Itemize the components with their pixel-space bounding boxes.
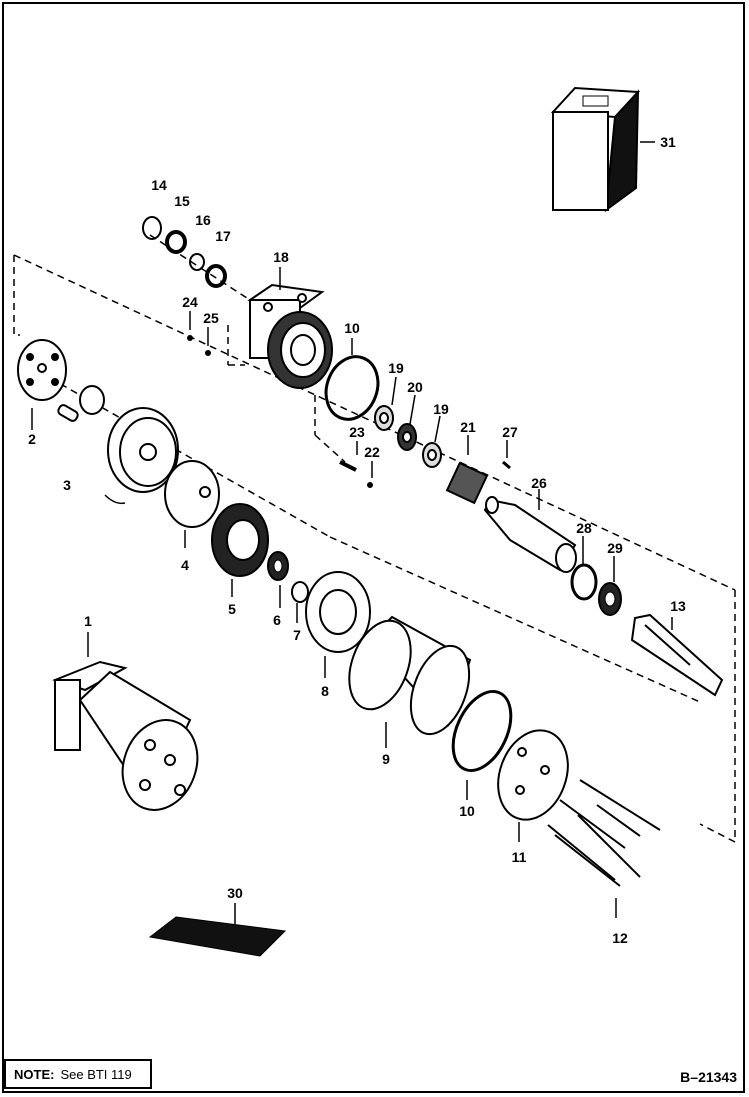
callout-10-lower: 10 xyxy=(459,803,475,819)
callout-numbers: 1 2 3 4 5 6 7 8 9 10 10 11 12 13 14 15 1… xyxy=(28,134,686,946)
callout-9: 9 xyxy=(382,751,390,767)
part-10-oring-lower xyxy=(451,689,513,773)
part-2-valve-plate xyxy=(17,339,67,401)
callout-31: 31 xyxy=(660,134,676,150)
callout-13: 13 xyxy=(670,598,686,614)
thrust-washers-19-20 xyxy=(374,405,442,468)
callout-19-second: 19 xyxy=(433,401,449,417)
callout-16: 16 xyxy=(195,212,211,228)
callout-25: 25 xyxy=(203,310,219,326)
callout-7: 7 xyxy=(293,627,301,643)
part-25-ball xyxy=(205,350,211,356)
part-28-seal xyxy=(570,563,598,601)
callout-6: 6 xyxy=(273,612,281,628)
part-26-drive-shaft xyxy=(483,496,577,573)
part-30-decal xyxy=(148,916,287,957)
callout-18: 18 xyxy=(273,249,289,265)
callout-17: 17 xyxy=(215,228,231,244)
part-1-motor-assembly xyxy=(52,660,199,811)
part-23-pin xyxy=(339,460,357,472)
callout-27: 27 xyxy=(502,424,518,440)
part-4-spacer-plate xyxy=(164,460,220,528)
part-5-commutator xyxy=(211,503,269,577)
callout-2: 2 xyxy=(28,431,36,447)
callout-12: 12 xyxy=(612,930,628,946)
callout-15: 15 xyxy=(174,193,190,209)
callout-20: 20 xyxy=(407,379,423,395)
callout-1: 1 xyxy=(84,613,92,629)
part-8-manifold xyxy=(305,571,371,653)
callout-4: 4 xyxy=(181,557,189,573)
note-text: See BTI 119 xyxy=(60,1066,132,1082)
callout-3: 3 xyxy=(63,477,71,493)
callout-5: 5 xyxy=(228,601,236,617)
callout-10-upper: 10 xyxy=(344,320,360,336)
part-13-output-shaft xyxy=(630,613,724,697)
small-rings-14-17 xyxy=(142,216,227,288)
part-12-bolts xyxy=(547,779,661,887)
part-18-housing xyxy=(247,283,333,389)
callout-28: 28 xyxy=(576,520,592,536)
drawing-number: B–21343 xyxy=(680,1069,737,1085)
part-31-seal-kit-box xyxy=(550,86,655,213)
callout-30: 30 xyxy=(227,885,243,901)
part-11-end-cap xyxy=(497,729,569,821)
part-10-oring-upper xyxy=(324,355,380,421)
part-22-ball xyxy=(367,482,373,488)
callout-8: 8 xyxy=(321,683,329,699)
leader-lines xyxy=(31,267,673,924)
part-27-key xyxy=(502,460,511,470)
part-3-gerotor-set xyxy=(57,385,179,505)
part-7-ring xyxy=(291,581,309,603)
note-box: NOTE: See BTI 119 xyxy=(4,1059,152,1089)
callout-21: 21 xyxy=(460,419,476,435)
callout-14: 14 xyxy=(151,177,167,193)
callout-29: 29 xyxy=(607,540,623,556)
callout-23: 23 xyxy=(349,424,365,440)
part-9-body-housing xyxy=(348,615,472,736)
callout-19-first: 19 xyxy=(388,360,404,376)
callout-11: 11 xyxy=(512,849,527,865)
callout-24: 24 xyxy=(182,294,198,310)
part-24-ball xyxy=(187,335,193,341)
note-label: NOTE: xyxy=(14,1066,55,1082)
callout-26: 26 xyxy=(531,475,547,491)
callout-22: 22 xyxy=(364,444,380,460)
part-21-needle-bearing xyxy=(445,461,489,505)
